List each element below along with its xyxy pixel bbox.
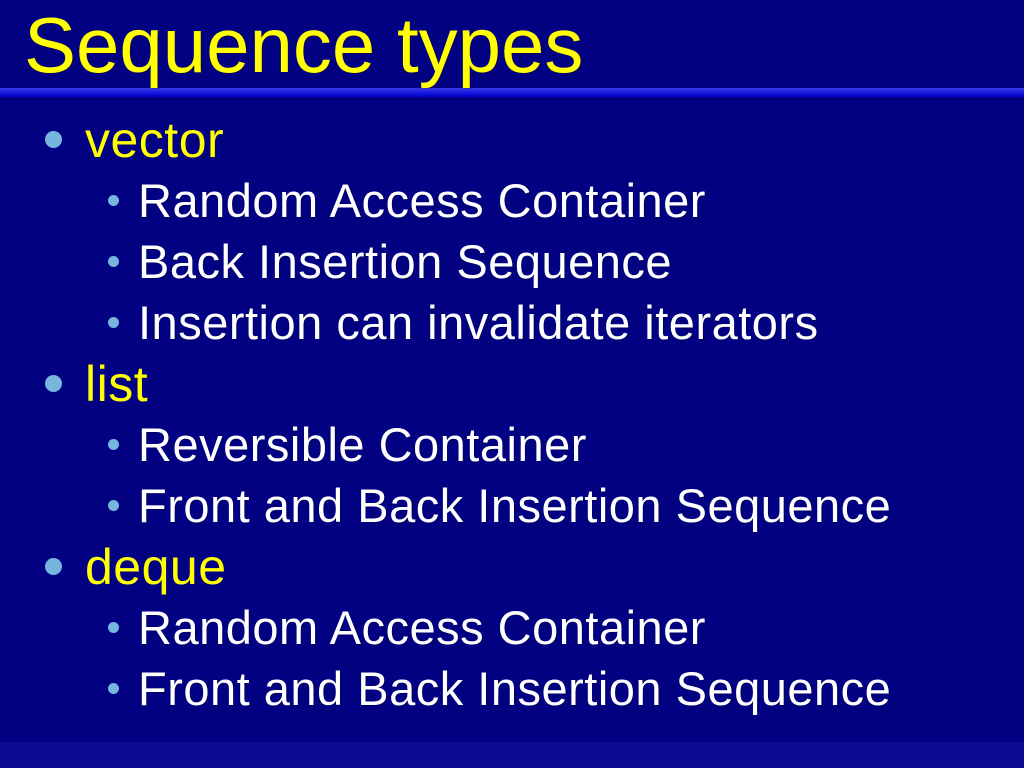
list-item-text: Back Insertion Sequence <box>138 235 673 288</box>
list-item-level2: Back Insertion Sequence <box>0 231 1024 292</box>
bullet-icon <box>108 256 119 267</box>
list-item-text: deque <box>85 538 227 595</box>
bullet-icon <box>108 500 119 511</box>
bullet-icon <box>45 375 62 392</box>
list-item-text: Front and Back Insertion Sequence <box>138 662 892 715</box>
list-item-text: Insertion can invalidate iterators <box>138 296 819 349</box>
list-item-level1: vector <box>0 109 1024 170</box>
list-item-level2: Front and Back Insertion Sequence <box>0 475 1024 536</box>
list-item-text: vector <box>85 111 225 168</box>
title-underline <box>0 88 1024 97</box>
bullet-icon <box>45 131 62 148</box>
bullet-icon <box>108 439 119 450</box>
list-item-level2: Random Access Container <box>0 597 1024 658</box>
list-item-level2: Reversible Container <box>0 414 1024 475</box>
bullet-icon <box>108 622 119 633</box>
list-item-level2: Insertion can invalidate iterators <box>0 292 1024 353</box>
bullet-icon <box>108 683 119 694</box>
list-item-text: Random Access Container <box>138 601 706 654</box>
list-item-text: Front and Back Insertion Sequence <box>138 479 892 532</box>
list-item-text: list <box>85 355 149 412</box>
list-item-level1: list <box>0 353 1024 414</box>
list-item-level2: Front and Back Insertion Sequence <box>0 658 1024 719</box>
bullet-icon <box>108 317 119 328</box>
bullet-icon <box>108 195 119 206</box>
list-item-text: Random Access Container <box>138 174 706 227</box>
bullet-icon <box>45 558 62 575</box>
bottom-bar <box>0 742 1024 768</box>
list-item-text: Reversible Container <box>138 418 587 471</box>
slide-title: Sequence types <box>24 1 584 89</box>
list-item-level1: deque <box>0 536 1024 597</box>
list-item-level2: Random Access Container <box>0 170 1024 231</box>
